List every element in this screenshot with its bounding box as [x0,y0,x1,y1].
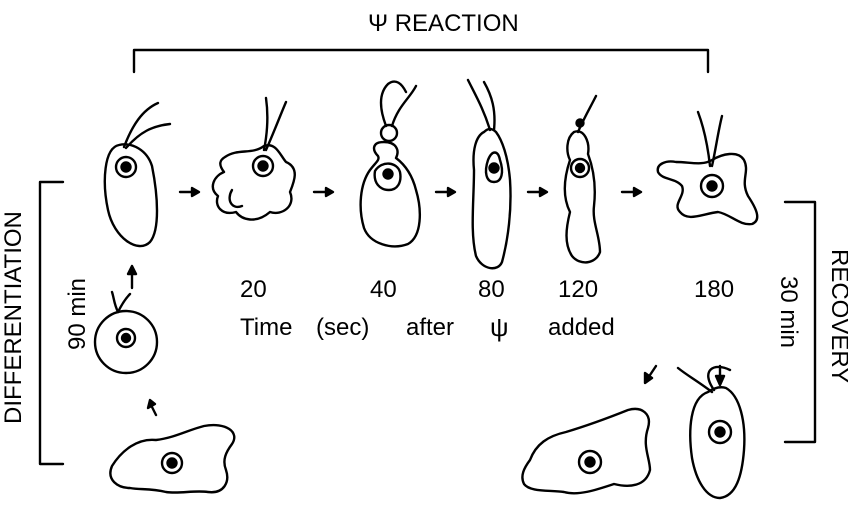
reaction-arrows [180,188,641,196]
cell-flagellate-start [105,103,170,246]
time-axis-word-added: added [548,316,615,340]
differentiation-label: DIFFERENTIATION [2,224,26,424]
differentiation-bracket [40,182,63,464]
cell-rounded [95,292,157,373]
cell-amoeboid-start [110,425,234,492]
differentiation-arrows [128,266,156,415]
time-point-120: 120 [558,278,598,302]
time-point-40: 40 [370,278,397,302]
cell-80-sec [468,80,511,268]
time-axis-word-time: Time [240,316,292,340]
reaction-title: Ψ REACTION [368,12,519,36]
time-point-20: 20 [240,278,267,302]
cell-180-sec [658,112,757,224]
recovery-label: RECOVERY [827,249,848,379]
reaction-bracket [134,50,708,72]
cell-40-sec [361,82,420,247]
cell-20-sec [213,98,295,220]
cell-amoeboid-recovered [522,409,650,493]
differentiation-duration: 90 min [66,264,90,364]
time-point-180: 180 [694,278,734,302]
recovery-duration: 30 min [776,262,800,362]
time-point-80: 80 [478,278,505,302]
cell-flagellate-recovered [678,367,744,498]
time-axis-word-after: after [406,316,454,340]
time-axis-word-unit: (sec) [316,316,369,340]
time-axis-psi-symbol: ψ [490,314,509,340]
cell-120-sec [565,96,600,262]
